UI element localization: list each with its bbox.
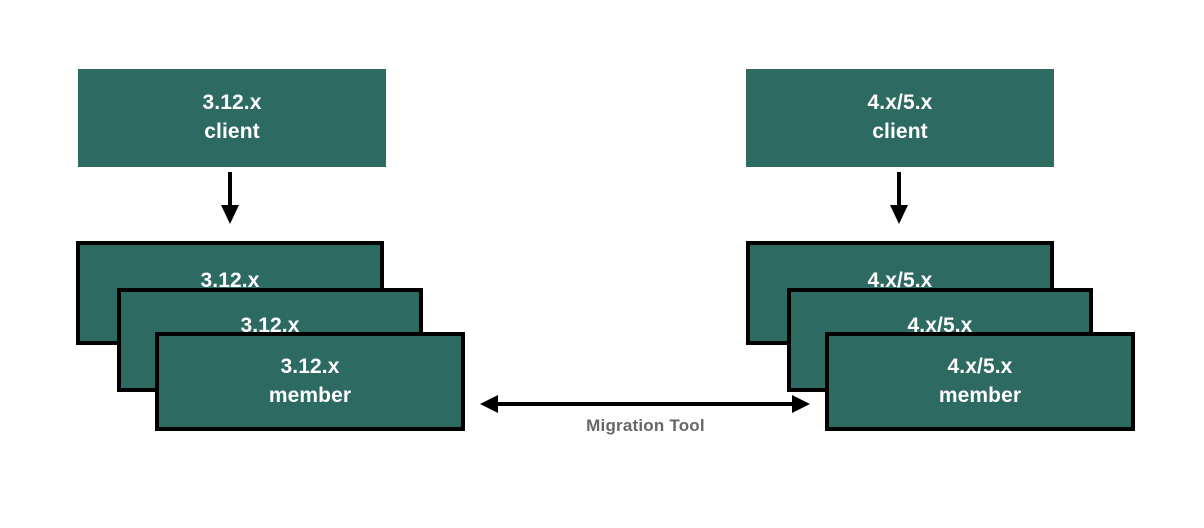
left-member-middle-version: 3.12.x <box>240 314 300 337</box>
migration-double-arrow-icon <box>480 395 810 413</box>
left-member-front-version: 3.12.x <box>280 354 340 378</box>
right-member-back-version: 4.x/5.x <box>867 269 933 292</box>
migration-tool-label: Migration Tool <box>586 416 705 435</box>
right-member-node-front: 4.x/5.x member <box>825 332 1135 431</box>
left-client-to-member-arrow-icon <box>221 172 239 224</box>
right-member-front-version: 4.x/5.x <box>947 354 1013 378</box>
left-member-node-front: 3.12.x member <box>155 332 465 431</box>
right-client-version: 4.x/5.x <box>867 91 933 115</box>
right-client-to-member-arrow-icon <box>890 172 908 224</box>
left-member-front-role: member <box>268 383 352 407</box>
left-client-role: client <box>204 120 260 143</box>
left-client-node: 3.12.x client <box>78 69 386 167</box>
left-member-back-version: 3.12.x <box>200 269 260 292</box>
right-member-front-role: member <box>938 383 1022 407</box>
left-client-version: 3.12.x <box>202 91 262 115</box>
right-member-middle-version: 4.x/5.x <box>907 314 973 337</box>
right-client-node: 4.x/5.x client <box>746 69 1054 167</box>
right-client-role: client <box>872 120 928 143</box>
